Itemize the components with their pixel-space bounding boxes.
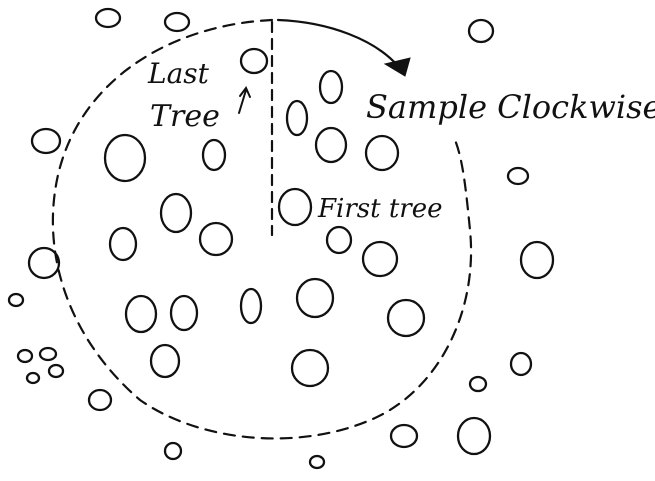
- last-tree: [239, 47, 269, 75]
- plot-boundary-dashed: [51, 18, 473, 440]
- tree: [198, 221, 234, 257]
- tree: [285, 99, 309, 137]
- tree: [7, 292, 25, 308]
- tree: [27, 246, 61, 280]
- tree: [159, 192, 193, 234]
- tree: [467, 18, 495, 44]
- tree: [239, 287, 263, 325]
- tree: [519, 240, 555, 280]
- last-tree-pointer-icon: [238, 86, 251, 114]
- tree: [30, 127, 62, 155]
- first-tree: [277, 187, 313, 227]
- tree: [295, 277, 335, 319]
- tree: [308, 454, 326, 470]
- tree: [163, 441, 183, 461]
- tree: [468, 375, 488, 393]
- first-tree-label: First tree: [317, 194, 443, 224]
- tree: [16, 348, 34, 364]
- tree: [318, 69, 344, 105]
- tree: [87, 388, 113, 412]
- tree: [47, 363, 65, 379]
- tree-group: [7, 7, 555, 470]
- clockwise-arrow-line: [276, 18, 400, 68]
- tree: [108, 226, 138, 262]
- tree: [38, 346, 58, 362]
- tree: [169, 294, 199, 332]
- tree: [506, 166, 530, 186]
- tree: [314, 126, 348, 164]
- tree: [325, 225, 353, 255]
- last-tree-label-line-2: Tree: [150, 99, 220, 134]
- tree: [25, 371, 41, 385]
- tree: [290, 348, 330, 388]
- clockwise-arrowhead-icon: [383, 57, 411, 77]
- sample-clockwise-label: Sample Clockwise: [366, 88, 655, 126]
- tree: [103, 133, 147, 183]
- tree: [456, 416, 492, 456]
- tree: [361, 240, 399, 278]
- tree: [509, 351, 533, 377]
- tree: [389, 423, 419, 449]
- tree: [201, 138, 227, 172]
- tree: [386, 298, 426, 338]
- tree: [364, 134, 400, 172]
- last-tree-label-line-1: Last: [147, 57, 210, 90]
- tree: [149, 343, 181, 379]
- tree: [163, 11, 191, 33]
- tree: [124, 294, 158, 334]
- tree: [94, 7, 122, 29]
